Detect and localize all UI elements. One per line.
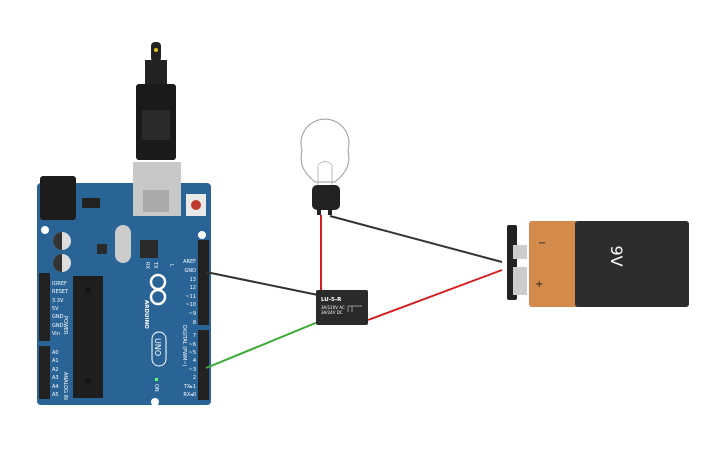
pin-label: ~5 [189, 350, 196, 356]
arduino-model: UNO [153, 338, 162, 356]
pin-label: TX▸1 [183, 384, 196, 390]
pin-label: IOREF [52, 281, 67, 287]
relay-rating-dc: 3A/24V DC [321, 310, 343, 315]
pin-label: GND [52, 323, 64, 329]
arduino-logo [149, 273, 167, 306]
arduino-uno-board[interactable]: ARDUINO UNO ON RX TX L DIGITAL (PWM~) PO… [37, 162, 211, 406]
pin-label: A2 [52, 367, 59, 373]
pin-label: RESET [52, 289, 69, 295]
pin-label: GND [185, 268, 197, 274]
rx-led-label: RX [144, 262, 150, 269]
battery-voltage-label: 9V [607, 245, 626, 266]
power-jack [40, 176, 76, 220]
usb-cable[interactable] [136, 42, 176, 160]
relay-rating-ac: 3A/120V AC [321, 305, 345, 310]
pin-label: ~3 [189, 367, 196, 373]
pin-label: A1 [52, 358, 59, 364]
battery-minus-label: − [538, 238, 546, 249]
pin-label: ~6 [189, 342, 196, 348]
wire-pin3-to-relay[interactable] [205, 321, 319, 369]
power-label: POWER [62, 316, 68, 335]
tx-led-label: TX [152, 261, 158, 269]
pin-label: 13 [190, 277, 196, 283]
battery-plus-label: + [535, 279, 543, 290]
pin-label: A5 [52, 392, 59, 398]
battery-9v[interactable]: − + 9V [507, 221, 689, 307]
relay[interactable]: LU-5-R 3A/120V AC 3A/24V DC [316, 290, 368, 325]
pin-label: 5V [52, 306, 59, 312]
wire-relay-to-battery[interactable] [367, 269, 503, 321]
pin-label: RX◂0 [183, 392, 196, 398]
wire-gnd-to-relay[interactable] [205, 271, 319, 296]
analog-label: ANALOG IN [62, 372, 68, 400]
pin-label: ~10 [185, 302, 196, 308]
pin-label: ~11 [185, 294, 196, 300]
pin-label: A4 [52, 384, 59, 390]
pin-label: AREF [183, 259, 196, 265]
pin-label: A3 [52, 375, 59, 381]
pin-label: ~9 [189, 311, 196, 317]
pin-label: 7 [193, 333, 196, 339]
arduino-brand: ARDUINO [143, 300, 149, 329]
wire-bulb-to-battery[interactable] [329, 215, 503, 263]
light-bulb[interactable] [300, 118, 350, 215]
relay-name: LU-5-R [321, 297, 342, 303]
pin-label: 2 [193, 375, 196, 381]
pin-label: 4 [193, 358, 196, 364]
pin-label: 12 [190, 285, 196, 291]
l-led-label: L [168, 264, 174, 267]
digital-label: DIGITAL (PWM~) [181, 325, 187, 367]
pin-label: GND [52, 314, 64, 320]
pin-label: A0 [52, 350, 59, 356]
pin-label: 3.3V [52, 298, 64, 304]
pin-label: 8 [193, 320, 196, 326]
pin-label: Vin [52, 331, 60, 337]
on-label: ON [153, 384, 159, 392]
atmega-chip [73, 276, 103, 398]
